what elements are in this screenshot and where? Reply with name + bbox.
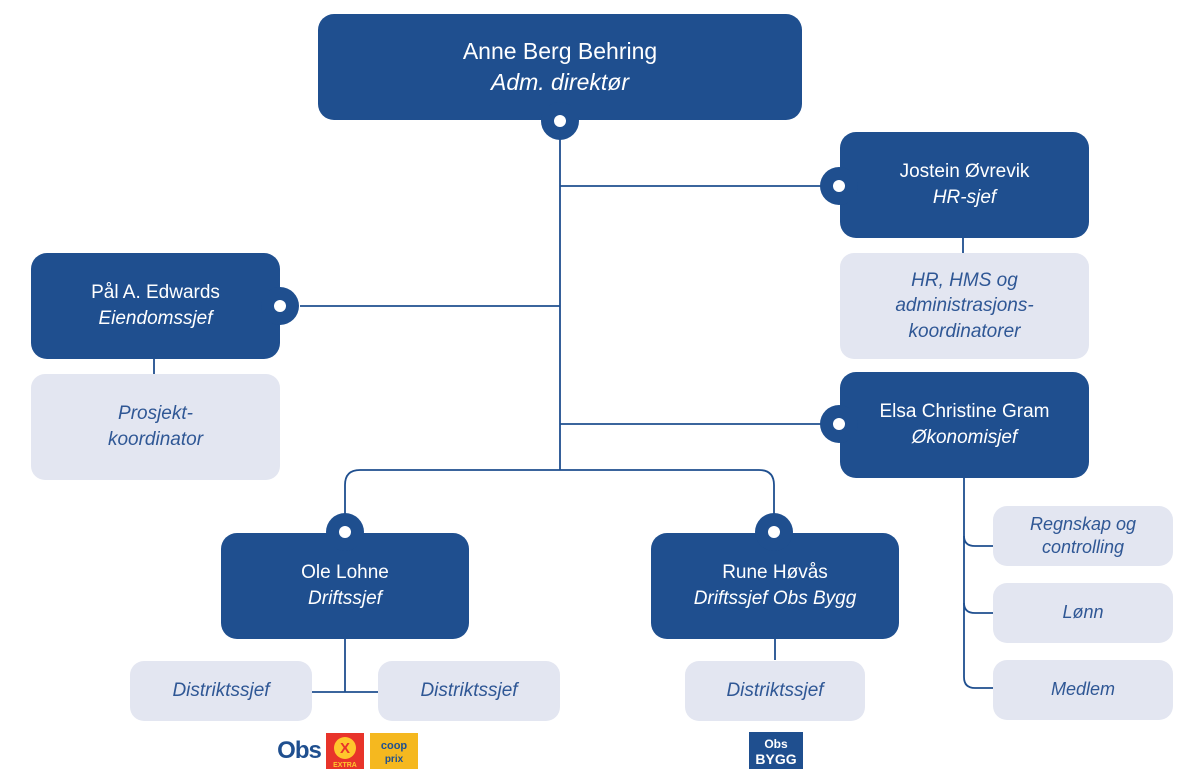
coop-prix-logo-graphic: coop prix <box>381 740 408 765</box>
hr-manager-title: HR-sjef <box>932 187 997 208</box>
line-to-ops <box>344 469 560 528</box>
line-finance-team-2 <box>963 602 993 614</box>
finance-team-accounting: Regnskap og controlling <box>993 506 1173 566</box>
obs-bygg-logo: Obs BYGG <box>749 732 803 769</box>
line-to-ops-bygg <box>560 469 775 528</box>
svg-text:prix: prix <box>385 754 404 765</box>
extra-logo: X EXTRA <box>326 733 364 769</box>
ceo-name: Anne Berg Behring <box>462 37 658 64</box>
obs-logo: Obs <box>274 736 324 766</box>
finance-manager-name: Elsa Christine Gram <box>879 401 1050 423</box>
ops-manager-name: Ole Lohne <box>301 562 389 584</box>
ops-bygg-connector-dot <box>755 513 793 551</box>
line-finance-teams <box>963 478 993 689</box>
extra-logo-graphic: X EXTRA <box>333 737 357 769</box>
ops-district-right: Distriktssjef <box>378 661 560 721</box>
ops-bygg-manager-title: Driftssjef Obs Bygg <box>693 588 857 609</box>
ceo-title: Adm. direktør <box>490 69 630 95</box>
svg-text:Obs: Obs <box>764 737 788 751</box>
svg-text:BYGG: BYGG <box>755 751 796 767</box>
ceo-box: Anne Berg Behring Adm. direktør <box>318 14 802 120</box>
property-manager-title: Eiendomssjef <box>98 308 213 329</box>
hr-manager-box: Jostein Øvrevik HR-sjef <box>840 132 1089 238</box>
hr-connector-dot <box>820 167 858 205</box>
coop-prix-logo: coop prix <box>370 733 418 769</box>
obs-logo-text: Obs <box>277 737 322 764</box>
hr-team-box: HR, HMS og administrasjons- koordinatore… <box>840 253 1089 359</box>
property-manager-name: Pål A. Edwards <box>91 282 220 304</box>
property-manager-box: Pål A. Edwards Eiendomssjef <box>31 253 280 359</box>
property-connector-dot <box>261 287 299 325</box>
finance-team-payroll: Lønn <box>993 583 1173 643</box>
ops-district-left: Distriktssjef <box>130 661 312 721</box>
svg-text:EXTRA: EXTRA <box>333 762 357 769</box>
hr-manager-name: Jostein Øvrevik <box>899 161 1030 183</box>
svg-text:X: X <box>340 740 350 757</box>
ops-manager-title: Driftssjef <box>308 588 382 609</box>
obs-bygg-logo-graphic: Obs BYGG <box>755 737 796 767</box>
finance-connector-dot <box>820 405 858 443</box>
ops-bygg-manager-name: Rune Høvås <box>722 562 828 584</box>
line-finance-team-1 <box>963 535 993 547</box>
ops-connector-dot <box>326 513 364 551</box>
finance-team-member: Medlem <box>993 660 1173 720</box>
ops-bygg-district: Distriktssjef <box>685 661 865 721</box>
finance-manager-box: Elsa Christine Gram Økonomisjef <box>840 372 1089 478</box>
property-team-box: Prosjekt- koordinator <box>31 374 280 480</box>
finance-manager-title: Økonomisjef <box>911 427 1018 448</box>
ceo-connector-dot <box>541 102 579 140</box>
svg-text:coop: coop <box>381 740 408 752</box>
